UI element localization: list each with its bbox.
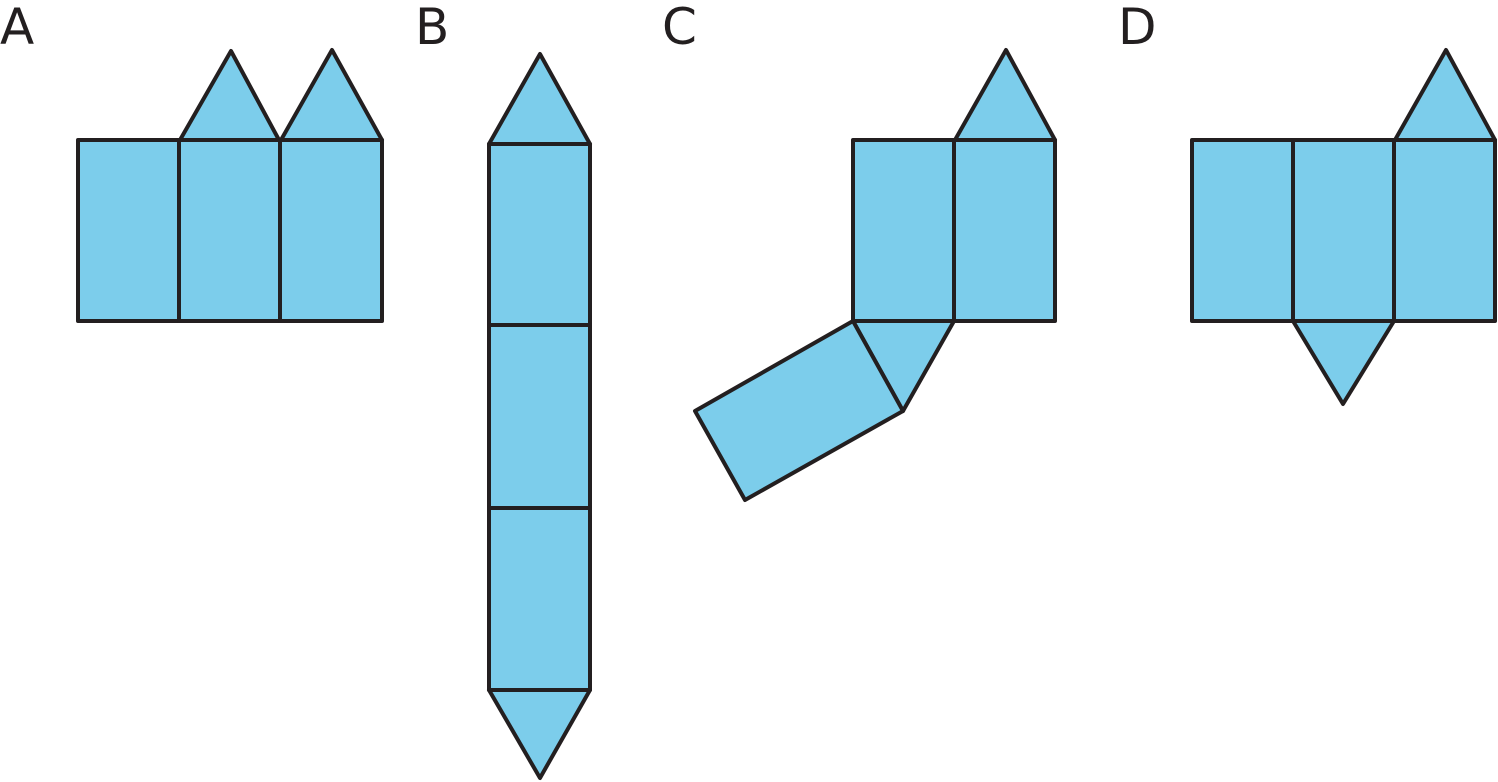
net-b-rect-2 xyxy=(487,323,592,510)
net-c-rect-2 xyxy=(952,138,1057,323)
net-b-triangle-bottom xyxy=(487,688,592,780)
net-b xyxy=(487,52,592,780)
net-b-rect-3 xyxy=(487,506,592,692)
net-a-rect-2 xyxy=(177,138,282,323)
figure-label-c: C xyxy=(662,0,697,56)
figure-label-d: D xyxy=(1118,0,1157,56)
net-b-rect-1 xyxy=(487,142,592,327)
figure-label-a: A xyxy=(0,0,35,56)
net-a xyxy=(76,48,384,323)
net-c xyxy=(693,48,1057,502)
net-a-rect-1 xyxy=(76,138,181,323)
net-a-rect-3 xyxy=(278,138,384,323)
net-d xyxy=(1190,48,1497,406)
net-d-triangle-bottom xyxy=(1291,319,1396,406)
net-d-triangle-top xyxy=(1393,48,1497,142)
net-d-rect-2 xyxy=(1291,138,1396,323)
net-d-rect-3 xyxy=(1392,138,1497,323)
net-d-rect-1 xyxy=(1190,138,1295,323)
net-c-rect-1 xyxy=(851,138,956,323)
net-c-triangle-top xyxy=(953,48,1057,142)
net-a-triangle-1 xyxy=(178,49,281,142)
net-c-rect-tilted xyxy=(693,319,905,502)
figure-label-b: B xyxy=(415,0,450,56)
net-b-triangle-top xyxy=(487,52,592,146)
net-a-triangle-2 xyxy=(279,48,384,142)
